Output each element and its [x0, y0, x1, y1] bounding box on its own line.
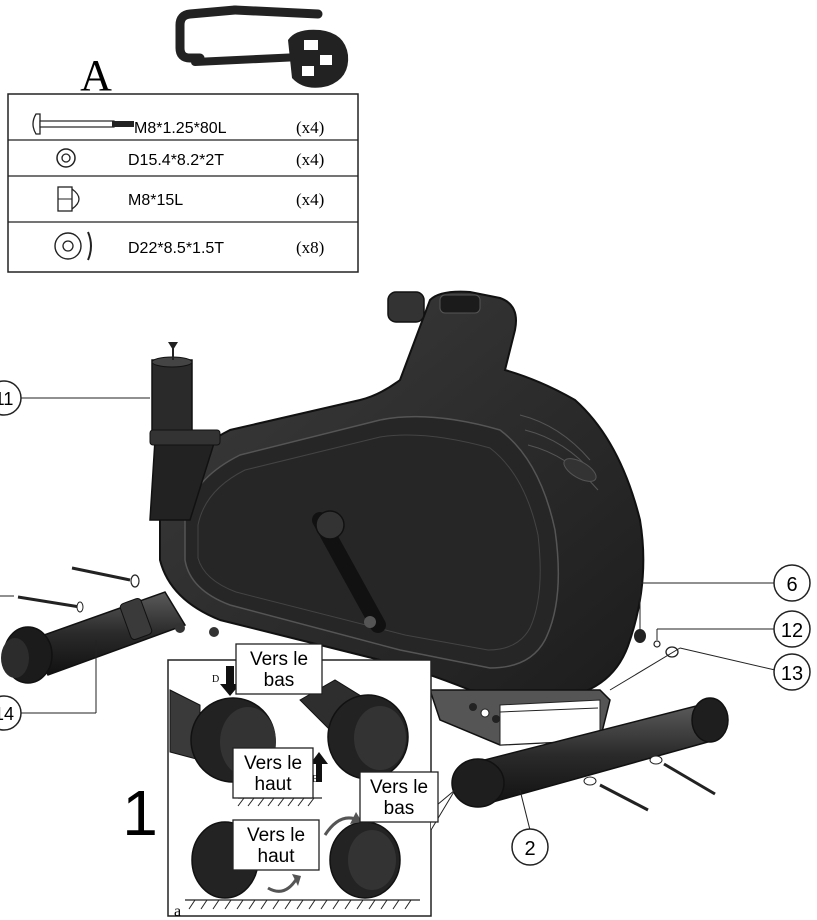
callout-12: 12	[773, 610, 811, 648]
row-1-qty: (x4)	[296, 118, 324, 137]
callout-2: 2	[511, 828, 549, 866]
callout-11: 11	[0, 380, 22, 416]
mark-a: a	[174, 903, 181, 920]
mark-D: D	[212, 674, 219, 685]
step-number: 1	[122, 777, 158, 849]
bike-frame	[149, 290, 645, 746]
front-stabilizer	[451, 697, 729, 812]
allen-key-icon	[175, 5, 323, 63]
row-2-qty: (x4)	[296, 150, 324, 169]
rotate-arrow-icon	[323, 812, 362, 836]
rotate-arrow-icon	[267, 874, 301, 893]
row-3-spec: M8*15L	[128, 192, 183, 209]
cap-nut-icon	[57, 186, 80, 212]
curved-washer-icon	[54, 231, 92, 261]
row-2-spec: D15.4*8.2*2T	[128, 152, 224, 169]
row-1-spec: M8*1.25*80L	[134, 120, 227, 137]
spanner-wrench-icon	[191, 29, 349, 88]
row-4-spec: D22*8.5*1.5T	[128, 240, 224, 257]
hardware-table: M8*1.25*80L (x4) D15.4*8.2*2T (x4) M8*15…	[7, 93, 359, 273]
row-3-qty: (x4)	[296, 190, 324, 209]
bolt-icon	[32, 113, 134, 135]
svg-text:6: 6	[786, 574, 797, 596]
hardware-pack-letter: A	[80, 51, 112, 100]
down-arrow-icon	[220, 666, 240, 696]
svg-text:14: 14	[0, 704, 14, 724]
up-arrow-icon	[310, 752, 328, 782]
callout-14: 14	[0, 695, 22, 731]
callout-6: 6	[773, 564, 811, 602]
svg-text:11: 11	[0, 389, 13, 409]
callout-13: 13	[773, 653, 811, 691]
svg-text:12: 12	[781, 620, 803, 642]
svg-text:13: 13	[781, 663, 803, 685]
rear-stabilizer	[1, 566, 219, 684]
spring-washer-icon	[56, 148, 76, 168]
svg-text:2: 2	[524, 838, 535, 860]
mark-E: E	[312, 774, 318, 785]
callout-leaders	[0, 397, 776, 831]
row-4-qty: (x8)	[296, 238, 324, 257]
